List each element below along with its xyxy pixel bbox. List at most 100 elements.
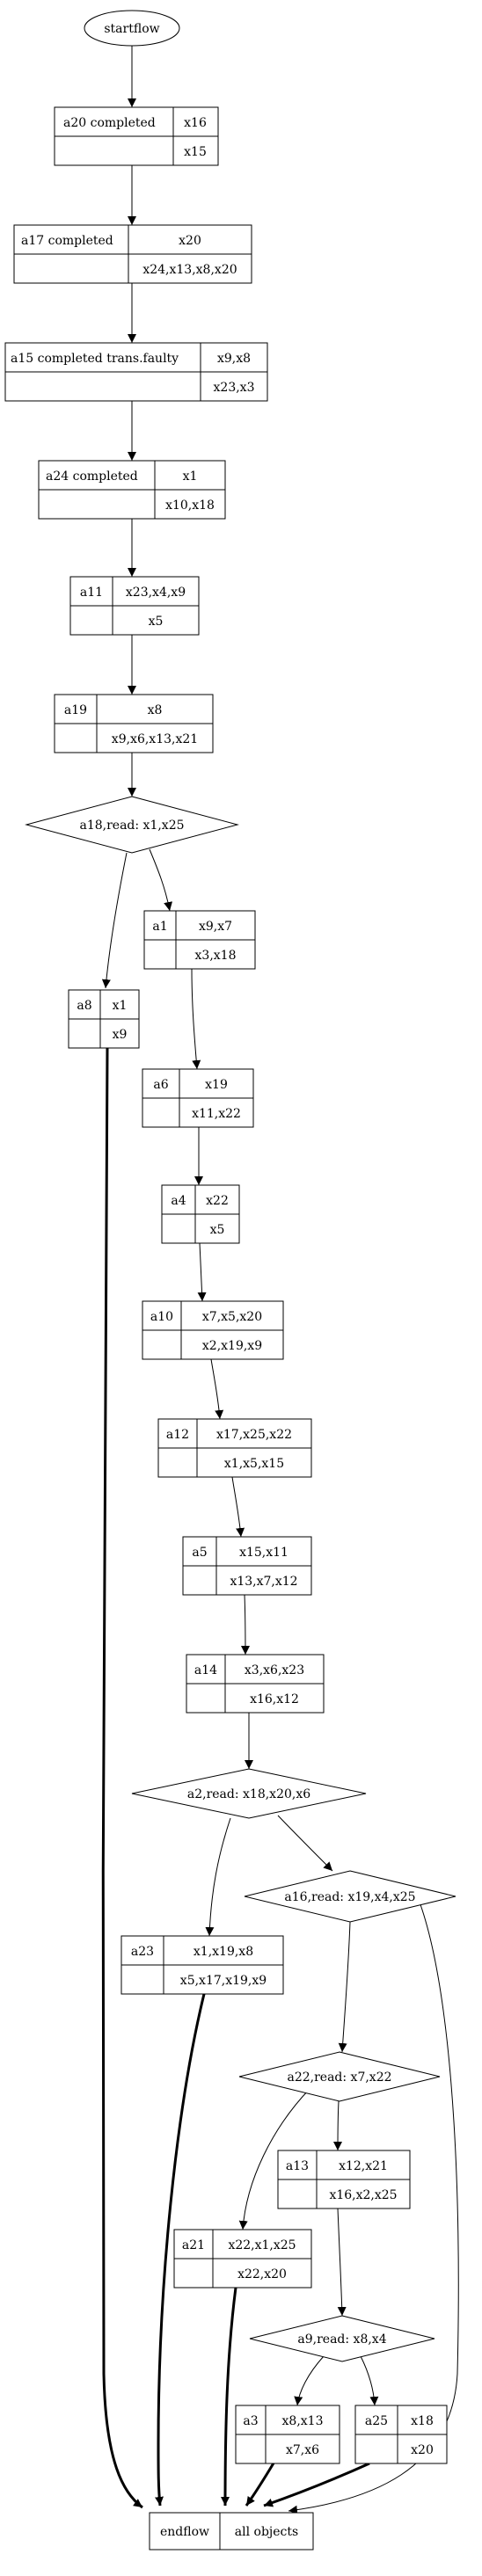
node-a21: a21 x22,x1,x25 x22,x20 [173,2229,312,2289]
edge-a9-a3 [294,2355,325,2406]
node-a15-bottom: x23,x3 [214,381,255,395]
end-left-label: endflow [160,2525,209,2539]
node-a17-top: x20 [179,234,201,248]
node-a20-top: x16 [184,116,207,130]
node-a4-top: x22 [206,1194,229,1208]
node-a10: a10 x7,x5,x20 x2,x19,x9 [142,1300,284,1360]
node-a24-bottom: x10,x18 [165,498,215,513]
node-a1-title: a1 [152,920,167,934]
node-a19: a19 x8 x9,x6,x13,x21 [54,694,214,753]
node-a23-bottom: x5,x17,x19,x9 [180,1974,267,1988]
node-a23: a23 x1,x19,x8 x5,x17,x19,x9 [120,1935,284,1995]
node-a5-bottom: x13,x7,x12 [230,1575,297,1589]
node-a14-bottom: x16,x12 [250,1692,299,1706]
node-a6-top: x19 [205,1078,228,1092]
node-a8: a8 x1 x9 [68,989,140,1049]
node-a10-bottom: x2,x19,x9 [202,1339,262,1353]
end-node: endflow all objects [149,2512,314,2551]
node-a15-top: x9,x8 [217,352,251,366]
edges [101,46,459,2514]
node-a21-title: a21 [182,2238,205,2252]
node-a6-title: a6 [153,1078,168,1092]
node-a24-title: a24 completed [46,469,138,484]
node-a3-bottom: x7,x6 [286,2443,319,2457]
node-a19-bottom: x9,x6,x13,x21 [112,732,198,746]
edge-a21-end [221,2287,237,2507]
edge-a8-end [101,1047,143,2509]
decision-a18: a18,read: x1,x25 [25,796,239,854]
node-a14: a14 x3,x6,x23 x16,x12 [186,1654,325,1714]
node-a19-top: x8 [148,703,163,717]
decision-a18-label: a18,read: x1,x25 [79,819,184,833]
edge-a18-a8 [101,852,128,989]
node-a4-title: a4 [171,1194,186,1208]
node-a25-title: a25 [365,2414,388,2428]
edge-a16-a22 [338,1921,351,2053]
decision-a9: a9,read: x8,x4 [249,2315,435,2362]
edge-a13-a9 [337,2208,347,2317]
node-a21-bottom: x22,x20 [237,2267,287,2281]
node-a15-title: a15 completed trans.faulty [11,352,179,366]
edge-a22-a21 [238,2088,310,2230]
edge-a25-end [263,2462,370,2507]
node-a12: a12 x17,x25,x22 x1,x5,x15 [157,1418,312,1478]
decision-a2-label: a2,read: x18,x20,x6 [187,1787,310,1801]
node-a24-top: x1 [183,469,198,484]
node-a12-top: x17,x25,x22 [216,1428,292,1442]
start-label: startflow [104,22,159,36]
node-a25-bottom: x20 [411,2443,434,2457]
node-a5: a5 x15,x11 x13,x7,x12 [182,1536,312,1596]
edge-a22-a13 [333,2100,343,2151]
start-node: startflow [84,10,180,47]
node-a13-top: x12,x21 [339,2159,388,2173]
node-a4: a4 x22 x5 [161,1184,240,1244]
edge-a2-a16 [277,1815,333,1872]
edge-a1-a6 [191,968,201,1070]
node-a21-top: x22,x1,x25 [228,2238,296,2252]
node-a8-top: x1 [113,999,128,1013]
decision-a16: a16,read: x19,x4,x25 [244,1870,456,1923]
decision-a22-label: a22,read: x7,x22 [287,2070,391,2085]
node-a25-top: x18 [411,2414,434,2428]
node-a23-title: a23 [131,1945,154,1959]
node-a19-title: a19 [64,703,87,717]
node-a4-bottom: x5 [210,1223,225,1237]
node-a10-title: a10 [150,1310,173,1324]
node-a24: a24 completed x1 x10,x18 [38,460,226,520]
node-a11: a11 x23,x4,x9 x5 [69,576,200,636]
edge-a16-end [288,1896,459,2514]
node-a15: a15 completed trans.faulty x9,x8 x23,x3 [4,342,268,402]
decision-a16-label: a16,read: x19,x4,x25 [284,1890,415,1904]
node-a8-bottom: x9 [113,1028,128,1042]
node-a17-bottom: x24,x13,x8,x20 [142,263,237,277]
node-a20-bottom: x15 [184,145,207,159]
node-a11-bottom: x5 [149,615,164,629]
node-a8-title: a8 [77,999,91,1013]
node-a25: a25 x18 x20 [354,2405,448,2464]
node-a17-title: a17 completed [21,234,113,248]
node-a5-title: a5 [192,1546,207,1560]
node-a10-top: x7,x5,x20 [202,1310,262,1324]
node-a13-title: a13 [286,2159,309,2173]
node-a13: a13 x12,x21 x16,x2,x25 [277,2150,411,2209]
node-a17: a17 completed x20 x24,x13,x8,x20 [13,224,252,284]
edge-a3-end [245,2461,276,2507]
node-a6-bottom: x11,x22 [192,1107,241,1121]
edge-a2-a23 [205,1817,231,1937]
decision-a22: a22,read: x7,x22 [238,2051,441,2102]
node-a20: a20 completed x16 x15 [54,106,219,166]
node-a14-top: x3,x6,x23 [245,1663,304,1677]
node-a20-title: a20 completed [63,116,156,130]
edge-a18-a1 [149,848,173,912]
node-a14-title: a14 [194,1663,217,1677]
node-a5-top: x15,x11 [239,1546,288,1560]
node-a12-title: a12 [166,1428,189,1442]
node-a6: a6 x19 x11,x22 [142,1068,254,1128]
decision-a2: a2,read: x18,x20,x6 [131,1768,367,1819]
node-a12-bottom: x1,x5,x15 [224,1457,284,1471]
edge-a10-a12 [210,1358,224,1420]
end-right-label: all objects [235,2525,298,2539]
node-a13-bottom: x16,x2,x25 [329,2188,397,2202]
node-a23-top: x1,x19,x8 [194,1945,253,1959]
